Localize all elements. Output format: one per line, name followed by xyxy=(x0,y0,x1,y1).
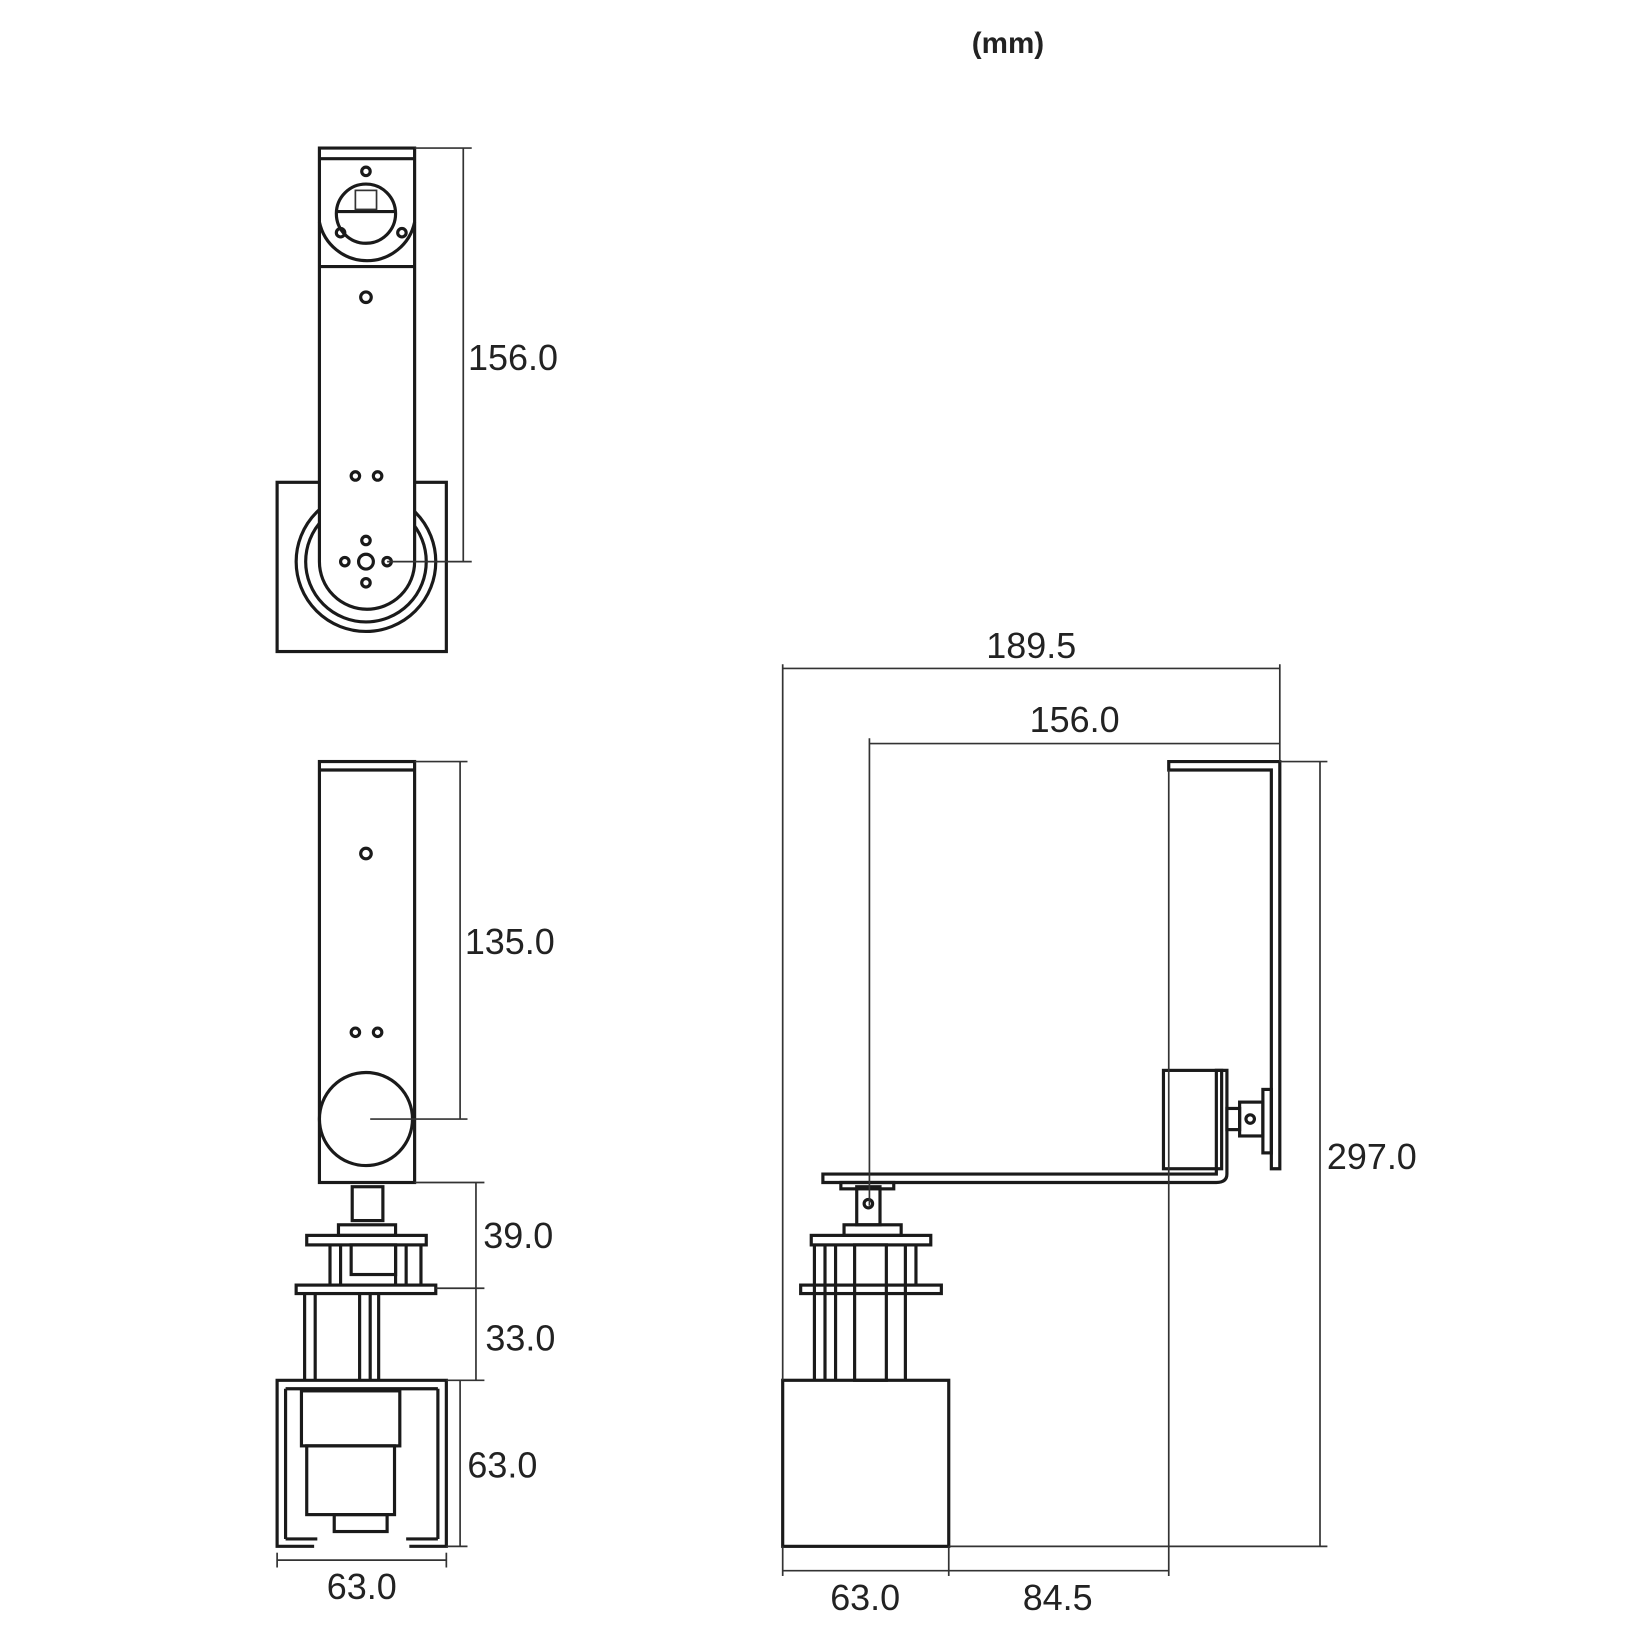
pivot xyxy=(356,552,375,571)
base-frame xyxy=(275,1378,448,1548)
top-view: 156.0 xyxy=(275,146,558,654)
lower-plate xyxy=(294,1283,438,1296)
motor-body xyxy=(305,1444,397,1517)
dimension-label: 63.0 xyxy=(327,1566,397,1607)
arm xyxy=(821,1068,1229,1185)
dimension-label: 63.0 xyxy=(467,1445,537,1486)
unit-label: (mm) xyxy=(972,27,1044,60)
dimension-label: 189.5 xyxy=(986,625,1076,666)
gripper-arc xyxy=(317,221,417,263)
arm-outline xyxy=(317,146,417,611)
dimension-label: 135.0 xyxy=(465,921,555,962)
dimension-label: 297.0 xyxy=(1327,1136,1417,1177)
hole xyxy=(359,290,373,305)
dimension-label: 84.5 xyxy=(1023,1577,1093,1618)
motor-top xyxy=(299,1389,402,1448)
dimension-label: 63.0 xyxy=(830,1577,900,1618)
dimension-label: 33.0 xyxy=(485,1318,555,1359)
dimension-label: 156.0 xyxy=(468,337,558,378)
gripper-circle xyxy=(334,182,398,245)
dimension-label: 39.0 xyxy=(483,1215,553,1256)
dimension-label: 156.0 xyxy=(1030,699,1120,740)
shaft xyxy=(350,1185,385,1223)
gripper-servo xyxy=(1161,1068,1224,1171)
arm-outline xyxy=(317,759,417,1185)
front-view: 135.0 39.0 33.0 63.0 63.0 xyxy=(275,759,555,1607)
base-box xyxy=(781,1378,951,1548)
lower-plate xyxy=(799,1283,943,1296)
side-view: 189.5 156.0 297.0 63.0 84.5 xyxy=(781,625,1417,1618)
